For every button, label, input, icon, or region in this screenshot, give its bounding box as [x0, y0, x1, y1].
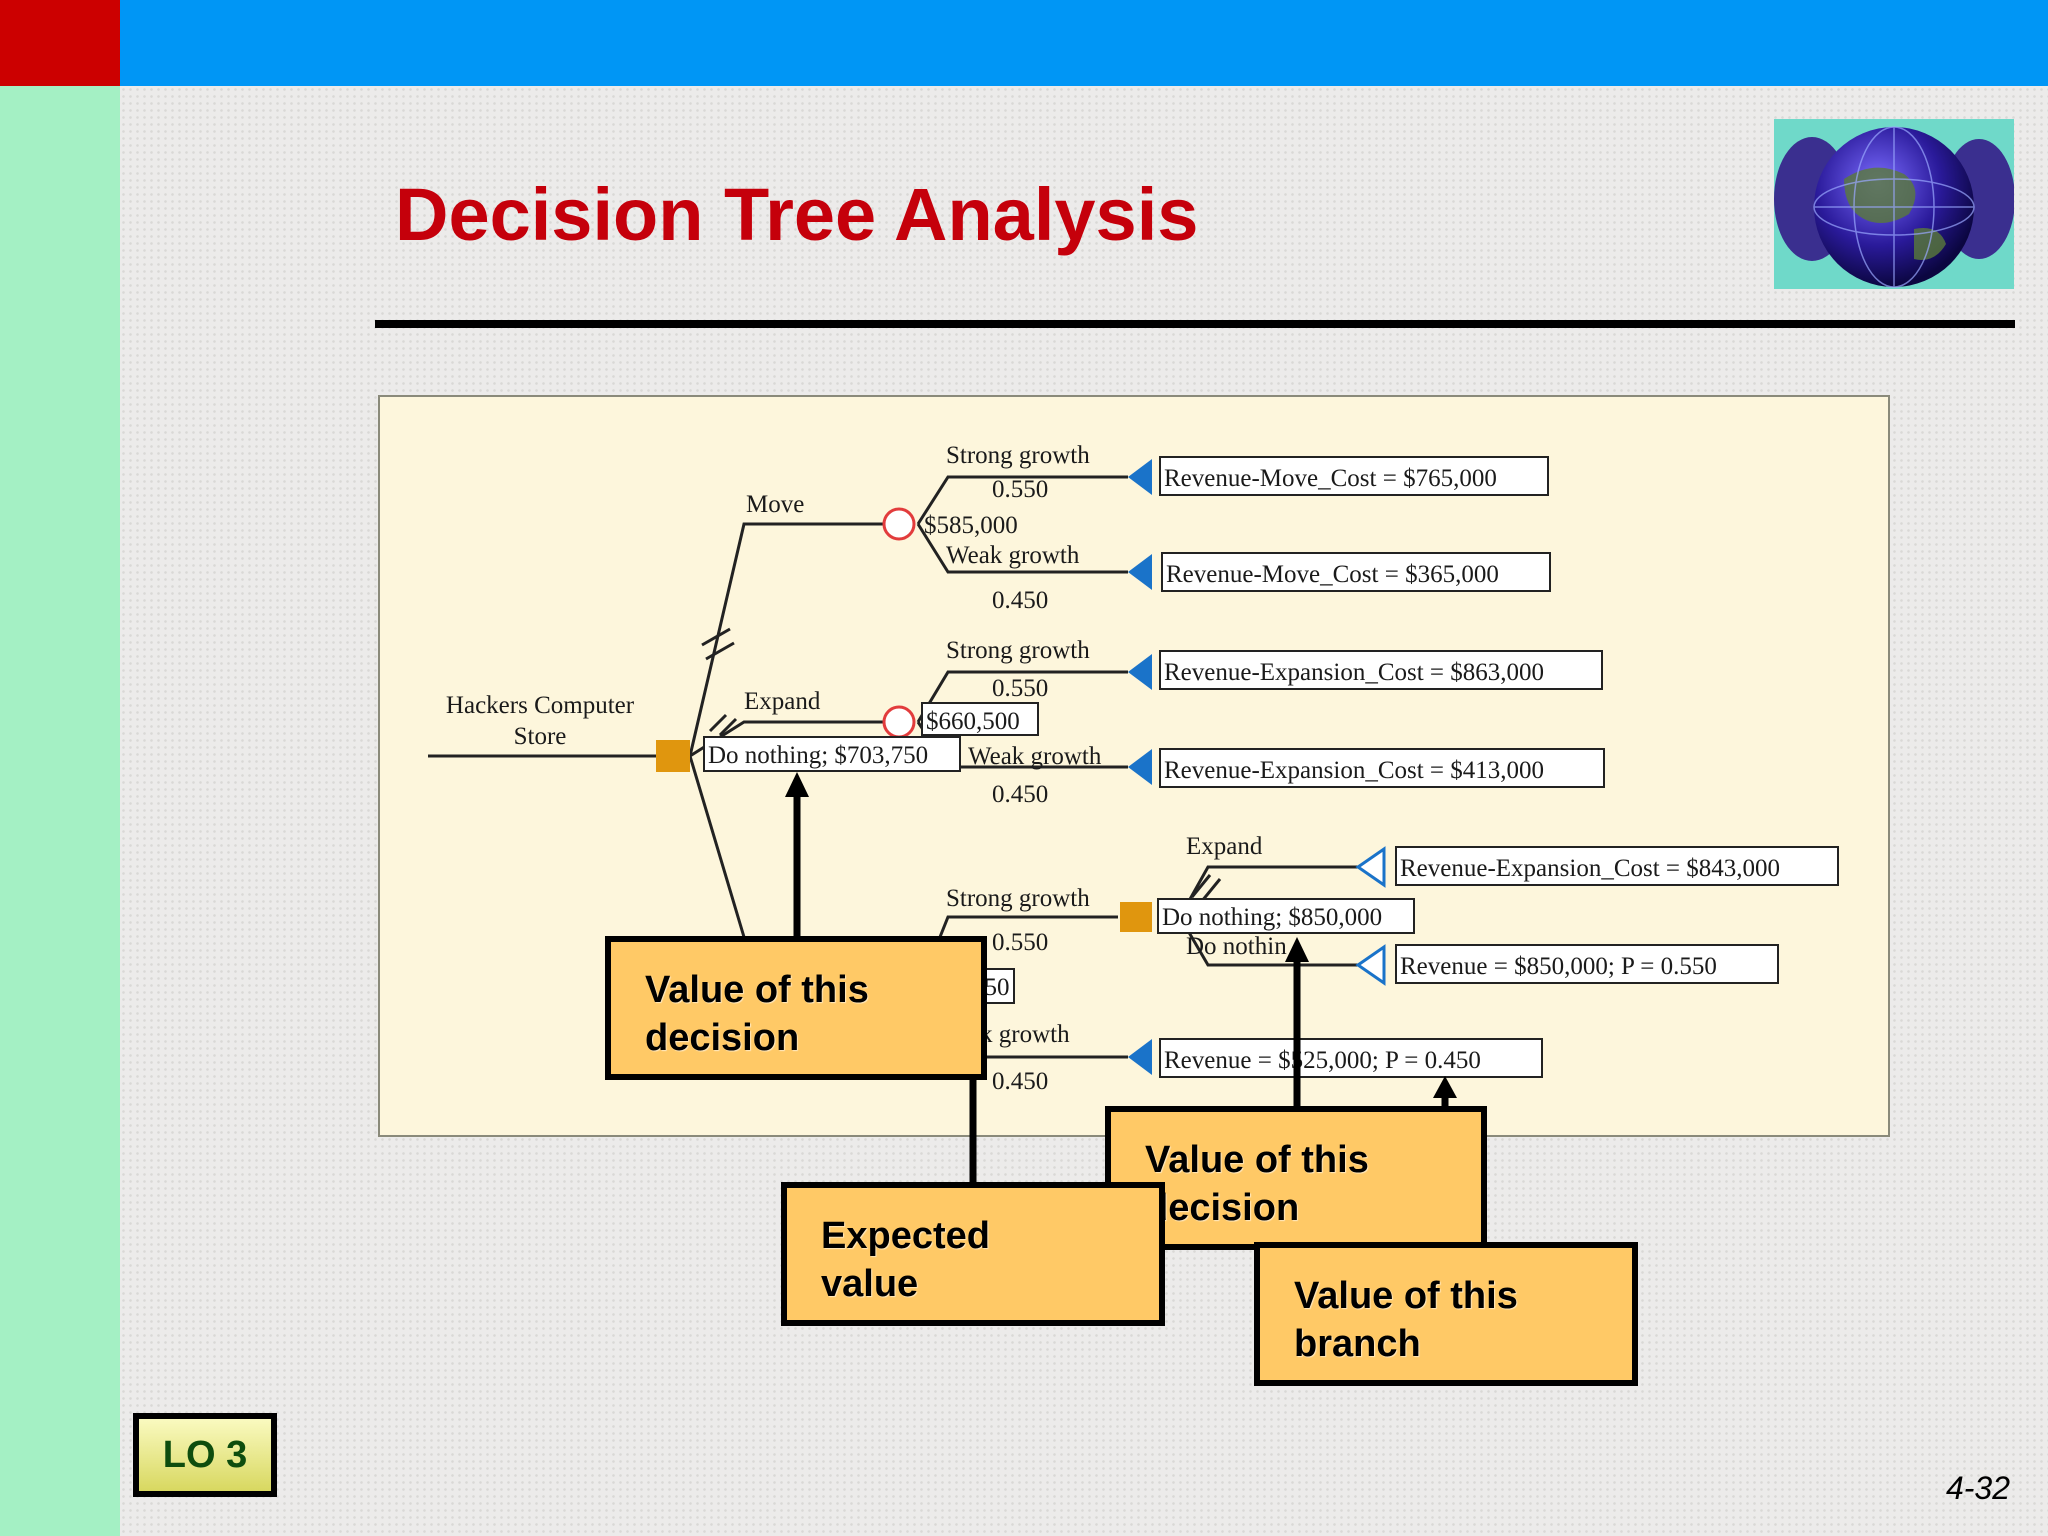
outcome-move-weak: Revenue-Move_Cost = $365,000: [1166, 561, 1499, 588]
move-ev: $585,000: [924, 512, 1018, 539]
outcome-sub-do-nothing: Revenue = $850,000; P = 0.550: [1400, 953, 1717, 980]
chance-node-move: [882, 507, 916, 541]
outcome-dn-weak: Revenue = $525,000; P = 0.450: [1164, 1047, 1481, 1074]
callout-value-of-decision: Value of this decision: [605, 936, 987, 1080]
branch-expand-label: Expand: [744, 688, 821, 715]
root-label-line1: Hackers Computer: [446, 692, 635, 719]
decision-node-root: [656, 740, 690, 772]
pruned-branch-marks: [701, 627, 1222, 902]
decision-node-sub: [1120, 902, 1152, 932]
corner-block: [0, 0, 120, 86]
dn-weak-prob: 0.450: [992, 1068, 1048, 1095]
slide-title: Decision Tree Analysis: [395, 173, 1199, 256]
expand-strong-label: Strong growth: [946, 637, 1090, 664]
callout-value-of-decision-sub: Value of this decision: [1105, 1106, 1487, 1250]
sub-expand-label: Expand: [1186, 833, 1263, 860]
sub-do-nothing-value: Do nothing; $850,000: [1162, 904, 1382, 931]
root-label-line2: Store: [514, 723, 567, 750]
globe-icon: [1774, 119, 2014, 289]
callout-value-of-branch: Value of this branch: [1254, 1242, 1638, 1386]
left-sidebar-stripe: [0, 86, 120, 1536]
outcome-expand-strong: Revenue-Expansion_Cost = $863,000: [1164, 659, 1544, 686]
outcome-sub-expand: Revenue-Expansion_Cost = $843,000: [1400, 855, 1780, 882]
branch-move-label: Move: [746, 491, 804, 518]
expand-weak-label: Weak growth: [968, 743, 1102, 770]
outcome-boxes: Revenue-Move_Cost = $765,000 Revenue-Mov…: [1159, 456, 1839, 1078]
title-underline: [375, 320, 2015, 328]
dn-strong-prob: 0.550: [992, 929, 1048, 956]
dn-strong-label: Strong growth: [946, 885, 1090, 912]
expand-weak-prob: 0.450: [992, 781, 1048, 808]
expand-strong-prob: 0.550: [992, 675, 1048, 702]
expand-ev: $660,500: [926, 708, 1020, 735]
move-weak-prob: 0.450: [992, 587, 1048, 614]
terminal-nodes: [1128, 459, 1386, 1075]
move-weak-label: Weak growth: [946, 542, 1080, 569]
sub-do-nothing-label: Do nothin: [1186, 933, 1287, 960]
learning-objective-badge: LO 3: [133, 1413, 277, 1497]
outcome-expand-weak: Revenue-Expansion_Cost = $413,000: [1164, 757, 1544, 784]
move-strong-label: Strong growth: [946, 442, 1090, 469]
top-banner: [120, 0, 2048, 86]
do-nothing-decision-value: Do nothing; $703,750: [708, 742, 928, 769]
move-strong-prob: 0.550: [992, 476, 1048, 503]
callout-expected-value: Expected value: [781, 1182, 1165, 1326]
page-number: 4-32: [1945, 1470, 2010, 1506]
dn-weak-label-partial: k growth: [980, 1021, 1070, 1048]
outcome-move-strong: Revenue-Move_Cost = $765,000: [1164, 465, 1497, 492]
